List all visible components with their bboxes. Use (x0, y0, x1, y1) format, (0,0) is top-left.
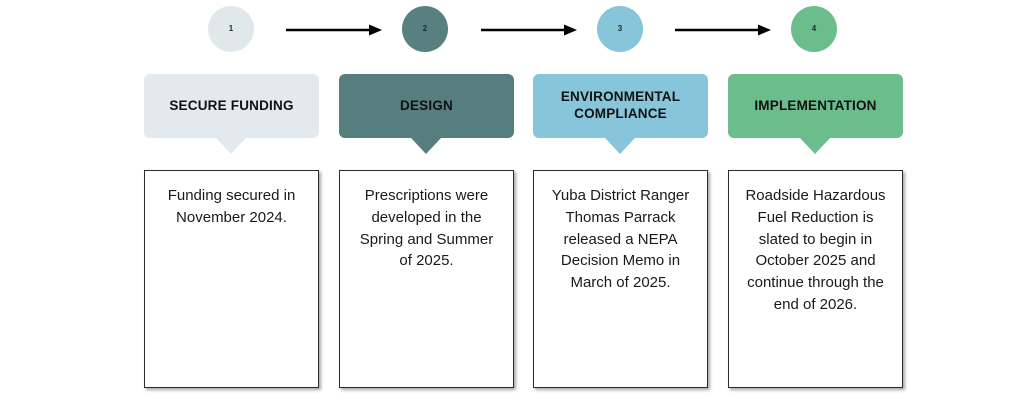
step-description-box-3: Yuba District Ranger Thomas Parrack rele… (533, 170, 708, 388)
step-description-text-2: Prescriptions were developed in the Spri… (359, 187, 494, 270)
step-banner-1[interactable]: SECURE FUNDING (144, 74, 319, 138)
step-banner-label-1: SECURE FUNDING (169, 97, 294, 113)
step-description-box-4: Roadside Hazardous Fuel Reduction is sla… (728, 170, 903, 388)
step-banner-label-2: DESIGN (400, 97, 453, 113)
step-number-2: 2 (422, 24, 428, 33)
step-circle-3[interactable]: 3 (597, 6, 643, 52)
step-description-text-3: Yuba District Ranger Thomas Parrack rele… (551, 187, 690, 291)
step-circle-4[interactable]: 4 (791, 6, 837, 52)
step-banner-tail-2 (411, 138, 441, 154)
step-banner-tail-3 (605, 138, 635, 154)
arrow-right-icon-1 (286, 24, 382, 36)
step-number-3: 3 (617, 24, 623, 33)
step-number-1: 1 (228, 24, 234, 33)
step-banner-label-4: IMPLEMENTATION (754, 97, 877, 113)
step-description-text-1: Funding secured in November 2024. (167, 187, 296, 226)
arrow-right-icon-2 (481, 24, 577, 36)
step-description-box-1: Funding secured in November 2024. (144, 170, 319, 388)
step-banner-tail-4 (800, 138, 830, 154)
step-number-4: 4 (811, 24, 817, 33)
step-banner-2[interactable]: DESIGN (339, 74, 514, 138)
step-description-text-4: Roadside Hazardous Fuel Reduction is sla… (745, 187, 886, 313)
step-circle-2[interactable]: 2 (402, 6, 448, 52)
step-banner-4[interactable]: IMPLEMENTATION (728, 74, 903, 138)
step-banner-3[interactable]: ENVIRONMENTAL COMPLIANCE (533, 74, 708, 138)
step-banner-label-3: ENVIRONMENTAL COMPLIANCE (560, 89, 681, 121)
step-circle-1[interactable]: 1 (208, 6, 254, 52)
step-banner-tail-1 (216, 138, 246, 154)
arrow-right-icon-3 (675, 24, 771, 36)
step-description-box-2: Prescriptions were developed in the Spri… (339, 170, 514, 388)
